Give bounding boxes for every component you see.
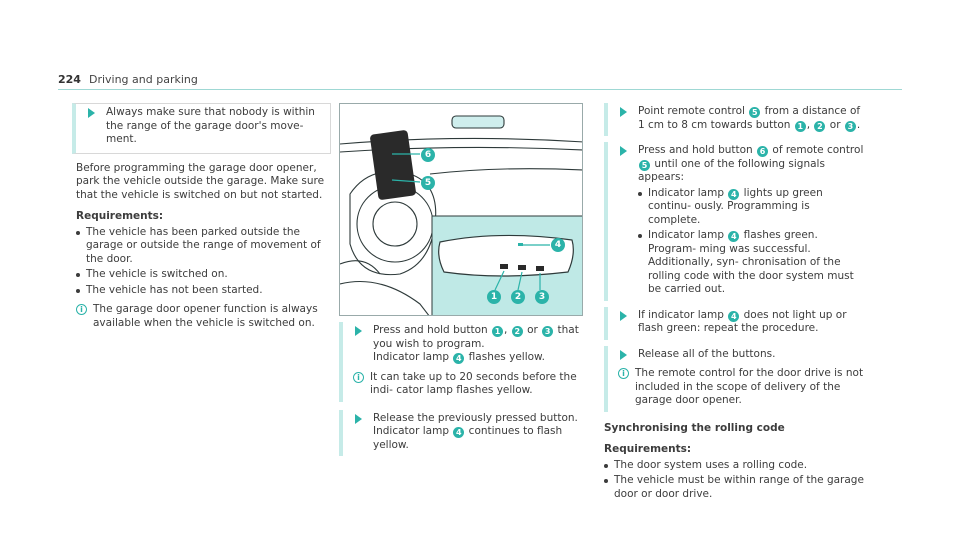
column-3: Point remote control 5 from a distance o…: [604, 103, 864, 501]
warning-text: Always make sure that nobody is within t…: [106, 106, 315, 145]
callout-ref: 4: [453, 427, 465, 438]
callout-ref: 5: [639, 159, 650, 171]
callout-ref: 6: [757, 146, 769, 157]
bullet-icon: [604, 463, 608, 468]
bullet-icon: [76, 230, 80, 235]
callout-ref: 5: [749, 107, 761, 118]
remote-control-shape: [370, 130, 416, 200]
step-arrow-icon: [620, 146, 627, 156]
callout-ref: 3: [844, 120, 856, 132]
step-press-hold-remote: Press and hold button 6 of remote contro…: [604, 142, 864, 301]
step-arrow-icon: [355, 413, 362, 424]
callout-ref: 3: [542, 326, 554, 337]
step-arrow-icon: [355, 326, 362, 336]
step-release: Release the previously pressed button. I…: [339, 409, 584, 456]
header-rule: [58, 89, 902, 90]
indicator-lamp-shape: [518, 243, 523, 246]
step-point-remote: Point remote control 5 from a distance o…: [604, 103, 864, 136]
callout-ref: 4: [453, 353, 465, 364]
callout-6: 6: [421, 148, 435, 162]
callout-ref: 2: [814, 120, 826, 132]
info-note: i The garage door opener function is alw…: [76, 303, 331, 330]
callout-ref: 4: [728, 188, 740, 200]
page-header: 224 Driving and parking: [58, 73, 198, 87]
bullet-icon: [638, 191, 642, 196]
list-item: Indicator lamp 4 flashes green. Program-…: [638, 229, 864, 297]
step-release-all: Release all of the buttons. i The remote…: [604, 345, 864, 412]
info-icon: i: [76, 304, 87, 315]
bullet-icon: [76, 273, 80, 277]
callout-ref: 4: [728, 310, 740, 322]
step-arrow-icon: [88, 108, 95, 118]
callout-3: 3: [535, 290, 549, 304]
note-text: The garage door opener function is alway…: [93, 303, 318, 329]
column-2: Press and hold button 1, 2 or 3 that you…: [339, 322, 584, 462]
mirror-shape: [438, 234, 574, 277]
illustration-figure: 6 5 4 1 2 3: [339, 103, 583, 316]
section-title: Driving and parking: [88, 73, 198, 86]
info-note: i It can take up to 20 seconds before th…: [353, 371, 584, 398]
requirements-heading: Requirements:: [604, 443, 692, 455]
list-item: The vehicle must be within range of the …: [604, 474, 864, 501]
column-1: Always make sure that nobody is within t…: [72, 103, 331, 330]
intro-paragraph: Before programming the garage door opene…: [76, 161, 325, 201]
step-arrow-icon: [620, 310, 627, 321]
warning-step: Always make sure that nobody is within t…: [72, 103, 331, 154]
info-icon: i: [618, 368, 629, 379]
overhead-lamp-shape: [451, 115, 505, 129]
info-icon: i: [353, 371, 364, 383]
callout-ref: 1: [492, 326, 504, 337]
page-number: 224: [58, 73, 81, 86]
section-subheading: Synchronising the rolling code: [604, 421, 785, 434]
callout-2: 2: [511, 290, 525, 304]
list-item: The vehicle has been parked outside the …: [76, 226, 331, 267]
info-note: i The remote control for the door drive …: [618, 367, 864, 408]
list-item: The vehicle has not been started.: [76, 284, 331, 298]
step-press-hold: Press and hold button 1, 2 or 3 that you…: [339, 322, 584, 402]
callout-ref: 4: [728, 231, 740, 242]
garage-opener-illustration: [340, 115, 582, 315]
list-item: The door system uses a rolling code.: [604, 459, 864, 473]
callout-4: 4: [551, 238, 565, 252]
list-item: Indicator lamp 4 lights up green continu…: [638, 187, 864, 228]
callout-5: 5: [421, 176, 435, 190]
requirements-heading: Requirements:: [76, 210, 164, 222]
list-item: The vehicle is switched on.: [76, 268, 331, 282]
bullet-icon: [638, 234, 642, 238]
callout-ref: 1: [794, 120, 806, 132]
callout-ref: 2: [511, 326, 523, 337]
step-arrow-icon: [620, 107, 627, 117]
bullet-icon: [604, 479, 608, 483]
step-repeat: If indicator lamp 4 does not light up or…: [604, 306, 864, 340]
step-arrow-icon: [620, 349, 627, 360]
bullet-icon: [76, 288, 80, 293]
callout-1: 1: [487, 290, 501, 304]
